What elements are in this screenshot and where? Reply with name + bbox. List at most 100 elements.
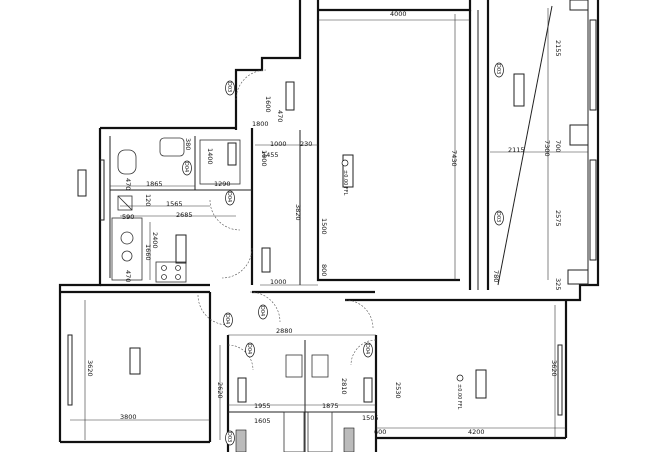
door-tag: D03 bbox=[494, 62, 504, 78]
dim-label: 2880 bbox=[276, 327, 293, 335]
elevation-marker-icon bbox=[456, 374, 464, 382]
dim-label: 2685 bbox=[176, 211, 193, 219]
washbasin-icon bbox=[311, 354, 329, 378]
window-balcony-square-low bbox=[567, 269, 589, 285]
burner-icon bbox=[175, 274, 181, 280]
door-swing bbox=[209, 199, 241, 231]
windows bbox=[67, 0, 597, 416]
svg-text:D04: D04 bbox=[226, 192, 232, 202]
door-tag: D04 bbox=[363, 342, 373, 358]
door-tag: D04 bbox=[258, 304, 268, 320]
sink-icon bbox=[120, 231, 134, 245]
dim-label: 230 bbox=[300, 140, 312, 148]
doors bbox=[197, 69, 377, 371]
elevation-markers: ±0.00 FFL ±0.00 FFL bbox=[341, 159, 464, 410]
shower-tray-icon bbox=[199, 139, 241, 185]
elevation-label: ±0.00 FFL bbox=[342, 170, 348, 196]
window-kitchen bbox=[99, 159, 105, 221]
room-label-box bbox=[475, 369, 487, 399]
door-swing bbox=[249, 291, 281, 323]
svg-text:D03: D03 bbox=[226, 432, 232, 442]
svg-text:D04: D04 bbox=[224, 314, 230, 324]
dim-label: 7430 bbox=[450, 150, 458, 167]
door-swing bbox=[350, 339, 377, 366]
dim-label: 2155 bbox=[554, 40, 562, 57]
toilet-icon bbox=[117, 149, 137, 175]
door-swing bbox=[227, 344, 254, 371]
door-tags: D03 D04 D04 D03 D04 D04 D04 D04 D03 D03 bbox=[182, 62, 504, 446]
dim-label: 470 bbox=[124, 178, 132, 190]
dim-label: 700 bbox=[554, 140, 562, 152]
dim-label: 1000 bbox=[260, 150, 268, 167]
svg-text:D03: D03 bbox=[495, 212, 501, 222]
elevation-label: ±0.00 FFL bbox=[456, 384, 462, 410]
burner-icon bbox=[161, 265, 167, 271]
dim-label: 1290 bbox=[214, 180, 231, 188]
kitchen-counter bbox=[111, 217, 143, 281]
dim-label: 1865 bbox=[146, 180, 163, 188]
shower-tray-icon bbox=[307, 411, 333, 452]
dim-label: 2810 bbox=[340, 378, 348, 395]
dim-label: 4200 bbox=[468, 428, 485, 436]
door-tag: D03 bbox=[494, 210, 504, 226]
dim-label: 1600 bbox=[264, 96, 272, 113]
stove-icon bbox=[155, 261, 187, 283]
dim-label: 1565 bbox=[166, 200, 183, 208]
wall-kitchen-outer bbox=[58, 128, 102, 442]
window-balcony-bottom bbox=[589, 159, 597, 261]
dimension-lines bbox=[70, 8, 588, 440]
dim-label: 800 bbox=[320, 264, 328, 276]
dim-label: 1875 bbox=[322, 402, 339, 410]
room-label-box bbox=[513, 73, 525, 107]
dim-label: 2620 bbox=[216, 382, 224, 399]
washbasin-icon bbox=[159, 137, 185, 157]
room-label-box bbox=[237, 377, 247, 403]
room-label-box bbox=[129, 347, 141, 375]
door-swing bbox=[235, 69, 267, 101]
column bbox=[343, 427, 355, 452]
door-tag: D04 bbox=[225, 190, 235, 206]
window-balcony-square-mid bbox=[569, 124, 589, 146]
burner-icon bbox=[175, 265, 181, 271]
svg-text:D03: D03 bbox=[495, 64, 501, 74]
window-balcony-square-top bbox=[569, 0, 589, 11]
dim-label: 1955 bbox=[254, 402, 271, 410]
walls bbox=[58, 0, 600, 452]
room-label-box bbox=[77, 169, 87, 197]
dim-label: 1400 bbox=[206, 148, 214, 165]
dim-label: 3620 bbox=[86, 360, 94, 377]
dim-label: 3620 bbox=[550, 360, 558, 377]
dim-label: 1500 bbox=[320, 218, 328, 235]
dim-label: 780 bbox=[492, 270, 500, 282]
dim-label: 470 bbox=[124, 270, 132, 282]
dim-label: 3820 bbox=[294, 204, 302, 221]
dim-label: 600 bbox=[374, 428, 386, 436]
washbasin-icon bbox=[285, 354, 303, 378]
burner-icon bbox=[161, 274, 167, 280]
room-label-box bbox=[261, 247, 271, 273]
window-left-bedroom bbox=[67, 334, 73, 406]
fixtures bbox=[111, 137, 355, 452]
room-label-box bbox=[227, 142, 237, 166]
wall-entry-notch bbox=[234, 0, 302, 130]
door-tag: D04 bbox=[182, 160, 192, 176]
room-labels bbox=[77, 73, 525, 403]
door-tag: D04 bbox=[223, 312, 233, 328]
dim-label: 1800 bbox=[252, 120, 269, 128]
dim-label: 1000 bbox=[270, 278, 287, 286]
room-label-box bbox=[175, 234, 187, 264]
svg-text:D03: D03 bbox=[226, 82, 232, 92]
dim-label: 3800 bbox=[120, 413, 137, 421]
dim-label: 1605 bbox=[254, 417, 271, 425]
dim-label: 2530 bbox=[394, 382, 402, 399]
door-tag: D03 bbox=[225, 80, 235, 96]
dim-label: 4000 bbox=[390, 10, 407, 18]
svg-text:D04: D04 bbox=[246, 344, 252, 354]
dim-label: 380 bbox=[184, 138, 192, 150]
door-swing bbox=[221, 247, 253, 279]
dim-label: 2575 bbox=[554, 210, 562, 227]
room-label-box bbox=[363, 377, 373, 403]
shower-tray-icon bbox=[283, 411, 305, 452]
fridge-icon bbox=[117, 195, 133, 211]
